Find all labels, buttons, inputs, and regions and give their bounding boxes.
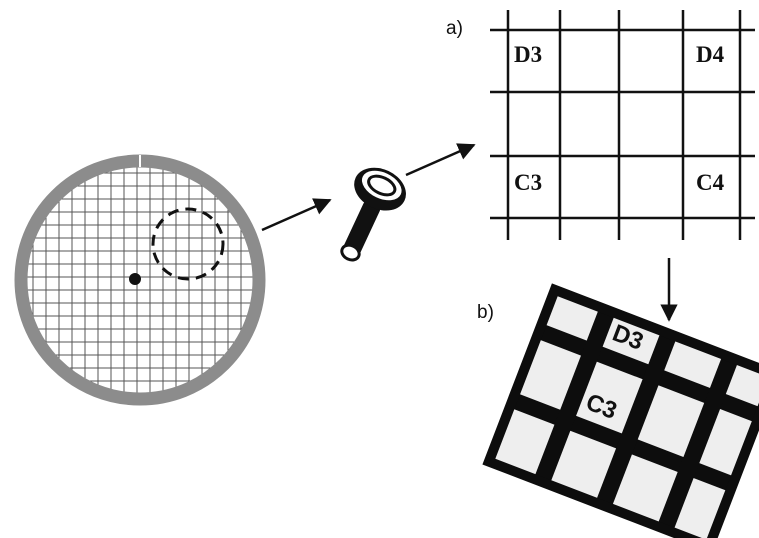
panel-a-label: a) xyxy=(446,18,463,39)
overview-grid-disc xyxy=(20,155,260,400)
grid-cell-c3: C3 xyxy=(514,170,542,195)
micrograph-photo-b: D3 C3 xyxy=(489,290,759,538)
arrow-disc-to-magnifier xyxy=(262,200,330,230)
grid-cell-d4: D4 xyxy=(696,42,725,67)
grid-cell-d3: D3 xyxy=(514,42,542,67)
magnifying-glass-icon xyxy=(323,160,413,271)
grid-cell-c4: C4 xyxy=(696,170,725,195)
panel-b-label: b) xyxy=(477,302,494,323)
arrow-magnifier-to-grid xyxy=(406,145,474,175)
center-dot xyxy=(129,273,141,285)
